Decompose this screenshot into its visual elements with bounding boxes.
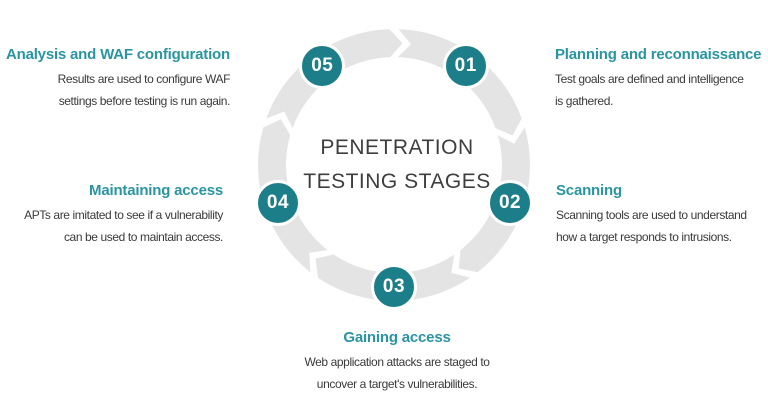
stage-05-badge: 05	[299, 43, 346, 90]
stage-04-label-block: Maintaining access APTs are imitated to …	[24, 181, 223, 248]
diagram-title: PENETRATION TESTING STAGES	[237, 131, 557, 199]
stage-03-label-block: Gaining access Web application attacks a…	[237, 328, 557, 395]
diagram-title-line2: TESTING STAGES	[303, 170, 491, 193]
ring-arrow-segment	[266, 29, 403, 129]
stage-03-badge: 03	[371, 264, 417, 310]
ring-arrow-segment	[258, 119, 328, 273]
stage-01-title: Planning and reconnaissance	[555, 46, 762, 63]
stage-05-label-block: Analysis and WAF configuration Results a…	[6, 45, 230, 112]
stage-03-title: Gaining access	[343, 329, 451, 346]
stage-02-description-line2: how a target responds to intrusions.	[556, 229, 732, 244]
stage-04-title: Maintaining access	[89, 182, 223, 199]
ring-arrow-segment	[397, 29, 522, 136]
stage-02-title: Scanning	[556, 182, 622, 199]
stage-05-description-line2: settings before testing is run again.	[58, 93, 231, 108]
stage-01-label-block: Planning and reconnaissance Test goals a…	[555, 45, 762, 112]
stage-01-badge: 01	[442, 43, 489, 90]
ring-arrow-segment	[458, 127, 530, 273]
stage-04-description-line2: can be used to maintain access.	[63, 229, 223, 244]
stage-05-description-line1: Results are used to configure WAF	[57, 72, 231, 86]
stage-03-description-line2: uncover a target's vulnerabilities.	[316, 376, 478, 391]
stage-02-description-line1: Scanning tools are used to understand	[556, 208, 747, 222]
stage-02-label-block: Scanning Scanning tools are used to unde…	[556, 181, 747, 248]
stage-01-description-line1: Test goals are defined and intelligence	[555, 72, 744, 86]
stage-01-description-line2: is gathered.	[555, 93, 613, 108]
stage-03-description-line1: Web application attacks are staged to	[304, 355, 490, 369]
stage-04-badge: 04	[254, 179, 301, 226]
diagram-title-line1: PENETRATION	[320, 136, 474, 159]
stage-02-badge: 02	[487, 179, 534, 226]
stage-05-title: Analysis and WAF configuration	[5, 46, 230, 63]
stage-04-description-line1: APTs are imitated to see if a vulnerabil…	[24, 208, 223, 222]
